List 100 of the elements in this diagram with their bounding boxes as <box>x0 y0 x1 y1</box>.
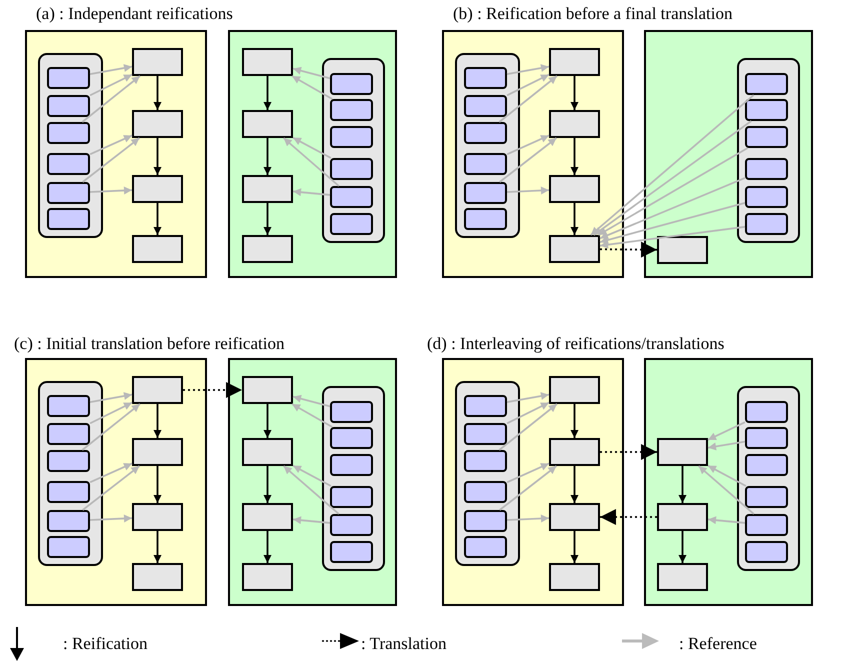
arrow <box>90 74 132 96</box>
arrow <box>708 516 746 524</box>
arrow <box>678 466 686 503</box>
process-box <box>132 438 183 466</box>
arrow <box>264 138 272 175</box>
process-box <box>549 110 600 138</box>
slot-box <box>745 126 788 148</box>
process-box <box>657 236 708 264</box>
slot-box <box>745 514 788 536</box>
slot-box <box>464 67 507 89</box>
rounded-container <box>737 386 800 571</box>
slot-box <box>464 95 507 117</box>
arrow <box>570 466 578 503</box>
process-box <box>657 438 708 466</box>
panel <box>644 30 813 278</box>
rounded-container <box>322 58 385 243</box>
arrow <box>264 404 272 438</box>
arrow <box>570 76 578 110</box>
panel <box>25 358 207 606</box>
arrow <box>506 514 550 522</box>
arrow <box>570 203 578 235</box>
arrow <box>154 76 162 110</box>
slot-box <box>47 122 90 144</box>
arrow <box>292 75 333 100</box>
slot-box <box>330 213 373 235</box>
arrow <box>598 147 748 236</box>
panel <box>442 30 624 278</box>
process-box <box>242 175 293 203</box>
slot-box <box>464 208 507 230</box>
arrow <box>593 120 752 236</box>
slot-box <box>464 481 507 503</box>
arrow <box>499 137 557 183</box>
arrow <box>90 186 132 194</box>
arrow <box>154 531 162 563</box>
arrow <box>90 134 132 156</box>
slot-box <box>464 450 507 472</box>
arrow <box>600 226 746 249</box>
slot-box <box>330 427 373 449</box>
process-box <box>549 438 600 466</box>
process-box <box>549 175 600 203</box>
process-box <box>132 175 183 203</box>
rounded-container <box>38 53 103 238</box>
arrow <box>154 466 162 503</box>
arrow <box>264 531 272 563</box>
process-box <box>242 503 293 531</box>
panel-title: (a) : Independant reifications <box>36 4 233 24</box>
arrow <box>600 202 746 244</box>
panel <box>25 30 207 278</box>
process-box <box>242 48 293 76</box>
process-box <box>242 438 293 466</box>
dashed-arrow <box>600 444 657 460</box>
arrow <box>292 136 332 159</box>
dashed-arrow <box>600 242 657 258</box>
arrow <box>283 137 340 187</box>
slot-box <box>745 427 788 449</box>
slot-box <box>47 208 90 230</box>
rounded-container <box>455 53 520 238</box>
arrow <box>506 64 550 76</box>
arrow <box>570 404 578 438</box>
rounded-container <box>737 58 800 243</box>
panel <box>644 358 813 606</box>
arrow <box>283 465 340 515</box>
arrow <box>264 466 272 503</box>
arrow <box>90 462 132 484</box>
process-box <box>132 110 183 138</box>
process-box <box>132 563 183 591</box>
arrow <box>506 402 550 424</box>
panel-title: (d) : Interleaving of reifications/translations <box>427 334 724 354</box>
arrow <box>698 465 754 515</box>
arrow <box>90 514 132 522</box>
panel <box>228 30 397 278</box>
slot-box <box>330 99 373 121</box>
panel <box>442 358 624 606</box>
arrow <box>292 403 333 428</box>
arrow <box>292 66 330 80</box>
dashed-arrow <box>600 509 657 525</box>
arrow <box>292 516 330 524</box>
rounded-container <box>455 381 520 566</box>
arrow <box>90 402 132 424</box>
slot-box <box>745 99 788 121</box>
process-box <box>242 376 293 404</box>
arrow <box>570 531 578 563</box>
slot-box <box>330 514 373 536</box>
arrow <box>264 76 272 110</box>
arrow <box>82 403 141 451</box>
process-box <box>242 235 293 263</box>
arrow <box>506 392 550 404</box>
arrow <box>154 138 162 175</box>
arrow <box>708 440 746 450</box>
arrow <box>590 94 754 236</box>
slot-box <box>464 153 507 175</box>
arrow <box>498 75 558 123</box>
arrow <box>708 464 746 487</box>
slot-box <box>47 395 90 417</box>
slot-box <box>745 401 788 423</box>
slot-box <box>745 158 788 180</box>
arrow <box>678 531 686 563</box>
process-box <box>242 110 293 138</box>
process-box <box>549 563 600 591</box>
slot-box <box>47 481 90 503</box>
